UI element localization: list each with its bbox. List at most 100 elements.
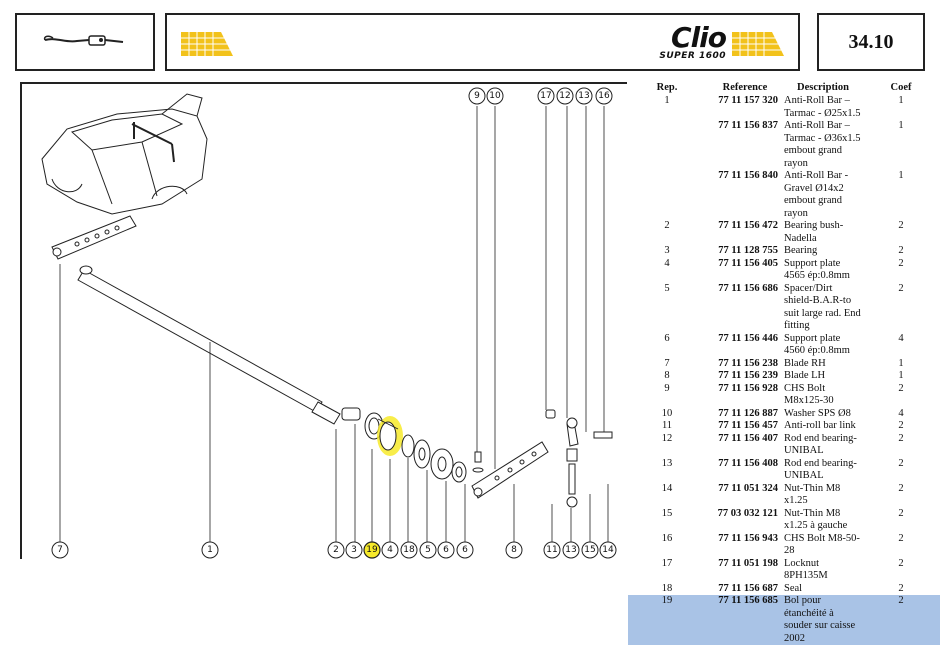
locknut-part bbox=[545, 409, 556, 419]
part-description: Anti-Roll Bar – Tarmac - Ø36x1.5 embout … bbox=[784, 120, 861, 169]
chs-bolt-part bbox=[474, 451, 482, 463]
svg-text:6: 6 bbox=[443, 545, 449, 555]
part-reference: 77 11 051 198 bbox=[718, 557, 778, 569]
part-coef: 2 bbox=[862, 595, 940, 645]
part-rep: 13 bbox=[661, 457, 673, 469]
callout-1: 1 bbox=[201, 541, 219, 559]
part-coef: 1 bbox=[898, 95, 904, 106]
anti-roll-bar-icon bbox=[43, 35, 124, 46]
part-rep: 14 bbox=[661, 482, 673, 494]
part-description: Bearing bush-Nadella bbox=[784, 220, 844, 244]
svg-text:7: 7 bbox=[57, 545, 63, 555]
callout-14: 14 bbox=[599, 541, 617, 559]
part-description: Rod end bearing-UNIBAL bbox=[784, 457, 857, 482]
page-number-box: 34.10 bbox=[817, 13, 925, 71]
anti-roll-bar-shaft-part bbox=[77, 265, 341, 425]
part-rep bbox=[628, 120, 706, 170]
callout-7: 7 bbox=[51, 541, 69, 559]
chs-bolt-m8-part bbox=[593, 431, 613, 439]
part-description: Support plate 4565 ép:0.8mm bbox=[784, 257, 850, 282]
svg-text:19: 19 bbox=[366, 545, 378, 555]
part-reference: 77 11 156 239 bbox=[718, 370, 778, 381]
part-description: Spacer/Dirt shield-B.A.R-to suit large r… bbox=[784, 282, 861, 332]
svg-text:14: 14 bbox=[602, 545, 614, 555]
seal-cup-part bbox=[377, 416, 403, 456]
part-coef: 2 bbox=[898, 257, 904, 269]
part-reference: 77 11 157 320 bbox=[718, 95, 778, 106]
part-rep: 4 bbox=[664, 257, 670, 269]
part-rep: 9 bbox=[664, 382, 670, 394]
part-description: Nut-Thin M8 x1.25 bbox=[784, 482, 841, 507]
part-rep: 19 bbox=[628, 595, 706, 645]
part-rep bbox=[628, 170, 706, 220]
part-coef: 2 bbox=[898, 220, 904, 231]
svg-text:12: 12 bbox=[559, 91, 570, 101]
stripe-logo-right-icon bbox=[732, 32, 784, 56]
callout-3: 3 bbox=[345, 541, 363, 559]
part-reference: 77 11 156 408 bbox=[718, 457, 778, 469]
callout-15: 15 bbox=[581, 541, 599, 559]
bearing-bush-part bbox=[341, 407, 361, 421]
part-rep: 7 bbox=[664, 357, 670, 369]
svg-text:1: 1 bbox=[207, 545, 213, 555]
blade-lh-part bbox=[471, 441, 549, 499]
part-reference: 77 11 128 755 bbox=[718, 245, 778, 256]
part-rep: 6 bbox=[664, 332, 670, 344]
part-rep: 16 bbox=[661, 532, 673, 544]
logo-title: Clio bbox=[671, 21, 727, 54]
table-header-row: Rep. Reference Description Coef bbox=[628, 82, 940, 95]
part-rep: 2 bbox=[664, 220, 670, 231]
part-coef: 2 bbox=[898, 482, 904, 494]
svg-text:13: 13 bbox=[578, 91, 589, 101]
svg-text:15: 15 bbox=[584, 545, 595, 555]
part-description: Support plate 4560 ép:0.8mm bbox=[784, 332, 850, 357]
svg-text:8: 8 bbox=[511, 545, 517, 555]
callout-6b: 6 bbox=[456, 541, 474, 559]
part-rep: 17 bbox=[661, 557, 673, 569]
part-coef: 1 bbox=[898, 357, 904, 369]
part-coef: 2 bbox=[898, 420, 904, 431]
part-description: Blade LH bbox=[784, 370, 826, 381]
part-reference: 77 11 156 943 bbox=[718, 532, 778, 544]
table-row: 77 11 156 837 Anti-Roll Bar – Tarmac - Ø3… bbox=[628, 120, 940, 170]
part-reference: 77 11 156 472 bbox=[718, 220, 778, 231]
part-coef: 1 bbox=[898, 120, 904, 131]
part-reference: 77 11 156 837 bbox=[718, 120, 778, 131]
svg-text:6: 6 bbox=[462, 545, 468, 555]
part-reference: 77 11 156 238 bbox=[718, 357, 778, 369]
callout-4: 4 bbox=[381, 541, 399, 559]
part-rep: 11 bbox=[661, 420, 673, 431]
table-row: 2 77 11 156 472 Bearing bush-Nadella 2 bbox=[628, 220, 940, 245]
callout-18: 18 bbox=[400, 541, 418, 559]
column-header-coef: Coef bbox=[890, 82, 912, 94]
svg-text:3: 3 bbox=[351, 545, 357, 555]
part-rep: 18 bbox=[661, 582, 673, 594]
part-description: Bearing bbox=[784, 245, 818, 256]
svg-text:4: 4 bbox=[387, 545, 393, 555]
callout-19: 19 bbox=[363, 541, 381, 559]
part-category-icon-box bbox=[15, 13, 155, 71]
part-rep: 1 bbox=[664, 95, 670, 106]
table-row: 4 77 11 156 405 Support plate 4565 ép:0.8m… bbox=[628, 258, 940, 283]
part-coef: 1 bbox=[898, 370, 904, 381]
part-description: CHS Bolt M8x125-30 bbox=[784, 382, 834, 407]
part-coef: 2 bbox=[898, 245, 904, 256]
part-reference: 77 11 156 405 bbox=[718, 257, 778, 269]
part-description: Washer SPS Ø8 bbox=[784, 407, 851, 419]
part-rep: 5 bbox=[664, 282, 670, 294]
